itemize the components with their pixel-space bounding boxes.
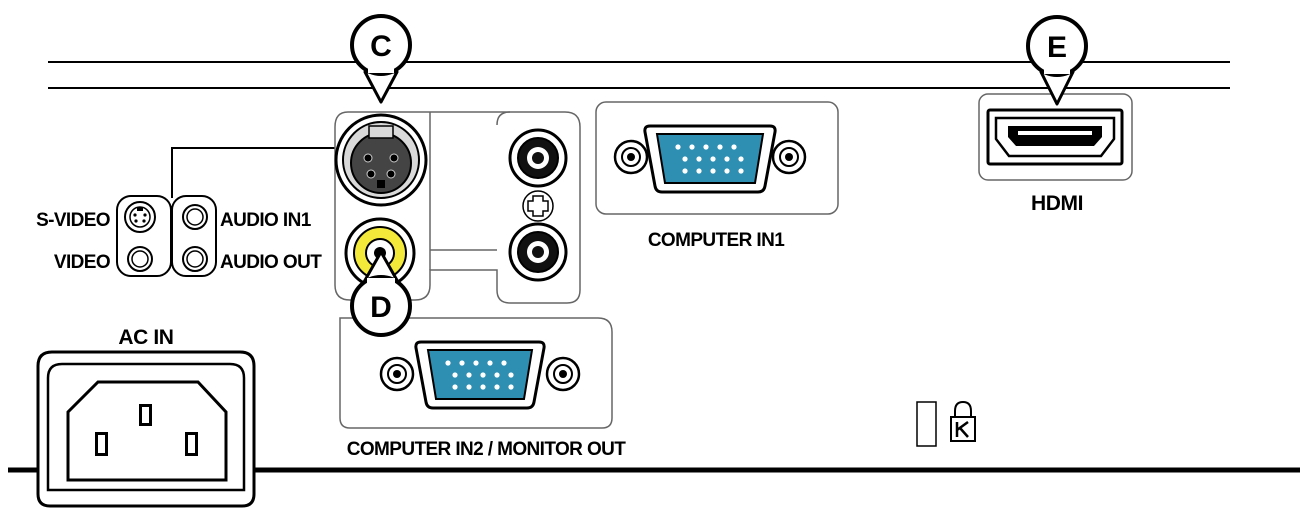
computer-in1-label: COMPUTER IN1	[648, 230, 785, 251]
computer-in2-port: COMPUTER IN2 / MONITOR OUT	[339, 317, 627, 460]
callout-d: D	[350, 250, 412, 337]
security-slot	[916, 400, 976, 447]
computer-in1-port: COMPUTER IN1	[595, 101, 839, 251]
security-slot-opening	[916, 401, 937, 447]
av-panel-outline	[334, 111, 581, 304]
av-panel	[334, 111, 581, 304]
mini-s-video-icon	[124, 201, 156, 233]
hdmi-label: HDMI	[1031, 192, 1083, 215]
callout-e: E	[1026, 15, 1088, 106]
plus-circle-icon	[522, 190, 554, 222]
s-video-label: S-VIDEO	[36, 210, 110, 231]
computer-in2-outline	[339, 317, 613, 429]
av-panel-inner-bay	[430, 111, 511, 251]
ac-in-port: AC IN	[36, 326, 256, 508]
computer-in2-monitor-out-label: COMPUTER IN2 / MONITOR OUT	[347, 439, 627, 460]
audio-in-port	[508, 128, 568, 188]
audio-in1-label: AUDIO IN1	[220, 210, 312, 231]
hdmi-port: HDMI	[978, 93, 1133, 215]
mini-audio-in-jack-icon	[182, 204, 208, 230]
connector-legend: S-VIDEO VIDEO AUDIO IN1 AUDIO OUT	[36, 147, 335, 277]
audio-out-port	[508, 222, 568, 282]
s-video-port	[334, 113, 428, 207]
callout-c-letter: C	[370, 30, 392, 63]
ac-in-socket	[66, 380, 228, 482]
leader-line	[171, 147, 335, 198]
mini-video-jack-icon	[127, 246, 153, 272]
video-label: VIDEO	[54, 252, 110, 273]
kensington-lock-icon	[950, 400, 976, 442]
mini-audio-out-jack-icon	[182, 246, 208, 272]
audio-out-label: AUDIO OUT	[220, 252, 322, 273]
ac-in-label: AC IN	[118, 326, 173, 349]
callout-e-letter: E	[1047, 31, 1067, 64]
callout-c: C	[350, 14, 412, 104]
callout-d-letter: D	[370, 291, 392, 324]
computer-in1-outline	[595, 101, 839, 215]
